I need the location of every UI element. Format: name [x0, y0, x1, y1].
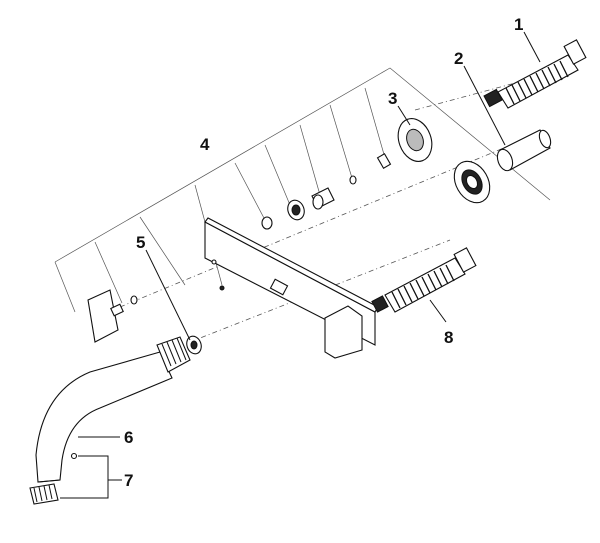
aerator-7 [29, 452, 78, 505]
spout-6 [35, 336, 191, 483]
valve-disc-2 [453, 160, 491, 204]
threaded-cartridge-8 [371, 247, 477, 313]
leader-lines [60, 31, 541, 499]
callout-4: 4 [200, 135, 210, 154]
rosette-3 [397, 118, 433, 162]
callout-3: 3 [388, 89, 397, 108]
fittings-group-4 [87, 153, 392, 343]
mounting-plate [204, 217, 379, 359]
callout-7: 7 [124, 471, 133, 490]
callout-6: 6 [124, 428, 133, 447]
callout-5: 5 [136, 233, 145, 252]
sleeve-2 [496, 129, 552, 172]
callout-labels: 1 2 3 4 5 6 7 8 [124, 15, 523, 490]
nut-5 [186, 335, 202, 355]
callout-2: 2 [454, 49, 463, 68]
callout-1: 1 [514, 15, 523, 34]
callout-8: 8 [444, 328, 453, 347]
threaded-cartridge-1 [483, 39, 587, 109]
